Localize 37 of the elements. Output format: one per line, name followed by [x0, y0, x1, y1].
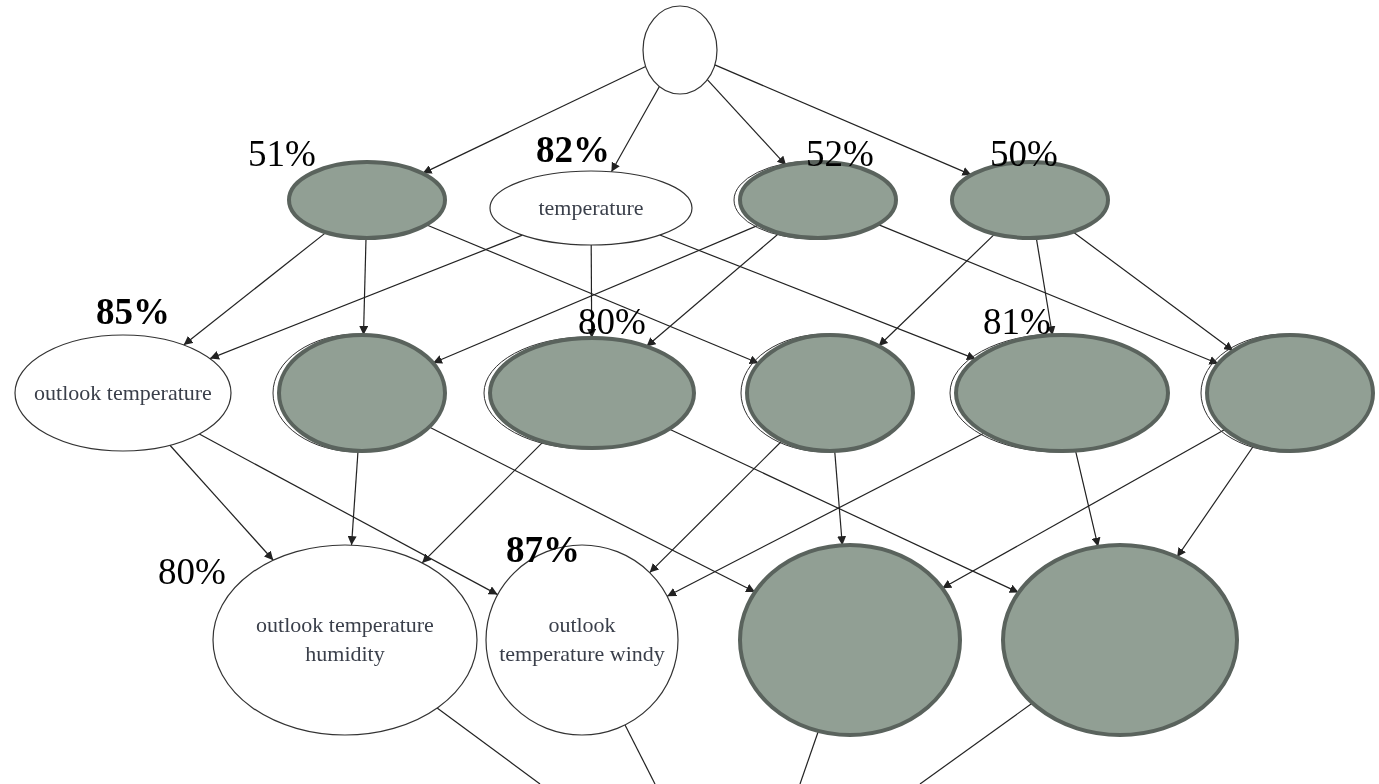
- arrow: [941, 428, 1226, 589]
- ellipse-node: [488, 169, 694, 247]
- arrow: [706, 79, 787, 166]
- node-label: outlook temperature humidity: [255, 611, 435, 668]
- filled-ellipse-node: [1001, 543, 1239, 737]
- filled-ellipse-node: [739, 333, 915, 453]
- ellipse-node: [13, 333, 233, 453]
- ellipse-node: [641, 4, 719, 96]
- percentage-label: 87%: [506, 528, 580, 571]
- arrow: [610, 85, 660, 173]
- arrow: [198, 433, 499, 596]
- arrow: [878, 233, 996, 347]
- percentage-label: 85%: [96, 290, 170, 333]
- percentage-label: 51%: [248, 132, 316, 175]
- percentage-label: 81%: [983, 300, 1051, 343]
- node-label: temperature: [538, 193, 644, 222]
- arrow: [209, 234, 523, 360]
- arrow: [422, 65, 647, 174]
- arrow: [169, 444, 274, 561]
- arrow: [877, 223, 1219, 365]
- arrow: [659, 234, 977, 361]
- filled-ellipse-node: [948, 333, 1170, 453]
- node-label: outlook temperature windy: [498, 611, 666, 668]
- node-label: outlook temperature: [34, 378, 212, 407]
- filled-ellipse-node: [1199, 333, 1375, 453]
- arrow: [359, 237, 369, 336]
- percentage-label: 80%: [158, 550, 226, 593]
- arrow: [1072, 231, 1234, 352]
- arrow: [1035, 237, 1056, 336]
- filled-ellipse-node: [738, 543, 962, 737]
- arrow: [834, 450, 847, 546]
- arrow: [183, 231, 327, 346]
- filled-ellipse-node: [271, 333, 447, 453]
- arrow: [347, 450, 359, 546]
- arrow: [645, 232, 780, 348]
- percentage-label: 82%: [536, 128, 610, 171]
- filled-ellipse-node: [482, 336, 696, 450]
